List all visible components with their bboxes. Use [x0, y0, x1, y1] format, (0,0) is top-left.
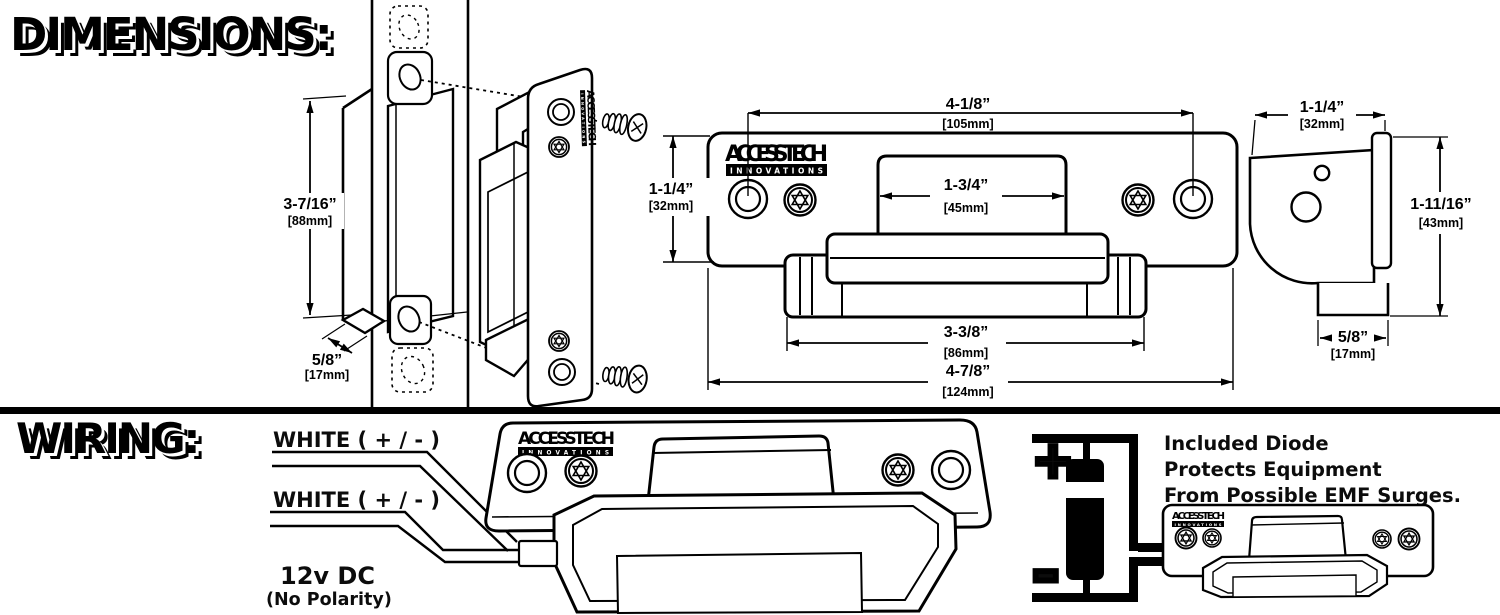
dim-value: 1-3/4” — [944, 177, 988, 194]
large-hole-icon — [1290, 191, 1322, 223]
dim-value: 1-11/16” — [1410, 196, 1471, 213]
torx-screw-icon — [564, 454, 598, 488]
mounting-hole-icon — [1174, 526, 1198, 550]
dim-metric: [32mm] — [1300, 117, 1344, 131]
dim-metric: [88mm] — [288, 214, 332, 228]
screw-icon — [599, 106, 650, 144]
mounting-hole-icon — [1397, 527, 1421, 551]
mounting-hole-icon — [506, 452, 548, 494]
torx-screw-icon — [881, 453, 915, 487]
note-line-3: From Possible EMF Surges. — [1164, 484, 1461, 507]
dim-metric: [17mm] — [1331, 347, 1375, 361]
dim-value: 4-7/8” — [946, 363, 990, 380]
power-label: 12v DC — [280, 562, 375, 590]
dim-metric: [124mm] — [942, 385, 993, 399]
dim-plate-height: 1-1/4” [32mm] — [634, 135, 714, 263]
note-line-1: Included Diode — [1164, 432, 1329, 455]
wire2-label: WHITE ( + / - ) — [273, 488, 440, 512]
diode-band — [1066, 482, 1104, 498]
brand-tagline: INNOVATIONS — [580, 93, 586, 144]
torx-screw-icon — [548, 136, 570, 158]
brand-logo: ACCESSTECH INNOVATIONS — [1172, 511, 1225, 527]
dim-metric: [32mm] — [649, 199, 693, 213]
wire-terminal — [517, 539, 559, 568]
dim-body-width: 3-3/8” [86mm] — [786, 317, 1145, 360]
dim-value: 5/8” — [312, 352, 342, 369]
dim-side-height: 1-11/16” [43mm] — [1390, 136, 1487, 317]
wiring-diagram: WHITE ( + / - ) WHITE ( + / - ) 12v DC (… — [266, 418, 1461, 615]
strike-faceplate: ACCESSTECH INNOVATIONS — [526, 67, 597, 408]
door-jamb-exploded-drawing: ACCESSTECH INNOVATIONS 3-7/16” [88mm] — [276, 0, 650, 408]
brand-logo: ACCESSTECH INNOVATIONS — [518, 429, 615, 456]
diode-circuit: + - — [1029, 429, 1164, 614]
plus-symbol: + — [1032, 431, 1074, 489]
dim-jamb-depth: 5/8” [17mm] — [305, 323, 368, 382]
polarity-label: (No Polarity) — [266, 590, 392, 610]
torx-screw-icon — [1202, 528, 1222, 548]
strike-wiring-view: ACCESSTECH INNOVATIONS — [484, 418, 992, 615]
dim-value: 5/8” — [1338, 329, 1368, 346]
strike-mini-view: ACCESSTECH INNOVATIONS — [1161, 503, 1435, 599]
keeper-tab — [646, 434, 836, 503]
screw-icon — [600, 359, 650, 395]
strike-front-view-drawing: ACCESSTECH INNOVATIONS 4-1/8” [105mm] — [634, 96, 1239, 399]
dimensions-section-title: DIMENSIONS: — [10, 8, 333, 61]
brand-tagline: INNOVATIONS — [730, 167, 823, 176]
dim-value: 4-1/8” — [946, 96, 990, 113]
brand-logo-vertical: ACCESSTECH INNOVATIONS — [580, 90, 597, 147]
dim-jamb-height: 3-7/16” [88mm] — [276, 95, 353, 319]
dim-value: 3-3/8” — [944, 324, 988, 341]
mounting-hole-icon — [547, 98, 575, 126]
brand-tagline: INNOVATIONS — [522, 450, 609, 456]
brand-name: ACCESSTECH — [725, 142, 828, 167]
top-tab-hidden — [389, 5, 429, 49]
bottom-tab — [388, 294, 433, 346]
dim-metric: [17mm] — [305, 368, 349, 382]
torx-screw-icon — [783, 183, 817, 217]
mounting-hole-icon — [930, 449, 972, 491]
keeper-tab — [1247, 514, 1348, 562]
dim-value: 3-7/16” — [283, 196, 336, 213]
note-line-2: Protects Equipment — [1164, 458, 1382, 481]
dim-keeper-width: 1-3/4” [45mm] — [880, 177, 1064, 215]
wire1-label: WHITE ( + / - ) — [273, 428, 440, 452]
dim-value: 1-1/4” — [1300, 99, 1344, 116]
dim-metric: [43mm] — [1419, 216, 1463, 230]
dim-hole-spacing: 4-1/8” [105mm] — [747, 96, 1194, 196]
dim-metric: [86mm] — [944, 346, 988, 360]
bottom-tab-hidden — [391, 347, 434, 393]
diode-note: Included Diode Protects Equipment From P… — [1164, 432, 1461, 507]
top-tab — [386, 50, 434, 106]
mounting-hole-icon — [548, 358, 576, 386]
dim-value: 1-1/4” — [649, 181, 693, 198]
minus-symbol: - — [1032, 534, 1059, 611]
brand-name: ACCESSTECH — [518, 429, 615, 449]
torx-screw-icon — [1372, 529, 1392, 549]
torx-screw-icon — [1121, 183, 1155, 217]
dim-plate-width: 4-7/8” [124mm] — [707, 268, 1234, 399]
small-hole-icon — [1313, 164, 1331, 182]
brand-name: ACCESSTECH — [584, 90, 597, 146]
torx-screw-icon — [548, 330, 570, 352]
dim-metric: [105mm] — [942, 117, 993, 131]
strike-side-view-drawing: 1-1/4” [32mm] 1-11/16” [43mm] 5/8” [17mm… — [1248, 98, 1487, 361]
section-divider — [0, 407, 1500, 414]
dim-metric: [45mm] — [944, 201, 988, 215]
dim-side-depth: 1-1/4” [32mm] — [1251, 98, 1386, 156]
brand-name: ACCESSTECH — [1172, 511, 1225, 522]
brand-logo: ACCESSTECH INNOVATIONS — [725, 142, 828, 176]
brand-tagline: INNOVATIONS — [1175, 522, 1222, 527]
dim-side-foot: 5/8” [17mm] — [1317, 320, 1389, 361]
wiring-section-title: WIRING: — [16, 414, 200, 463]
